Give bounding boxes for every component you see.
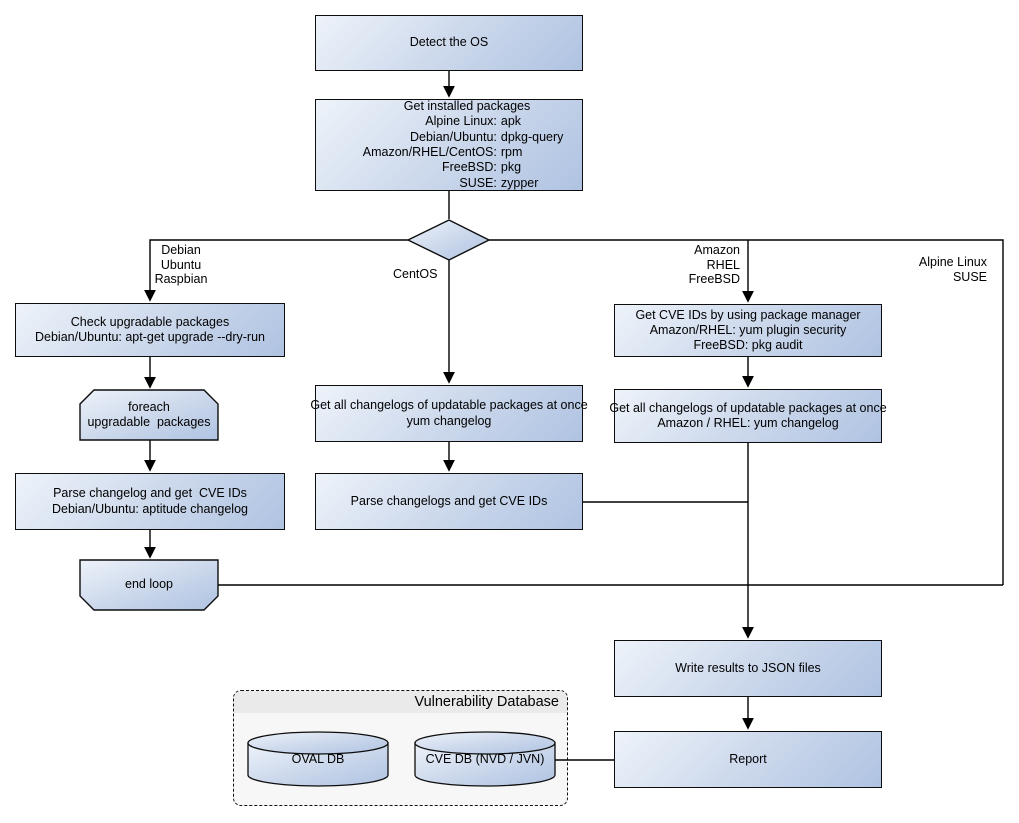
- node-get-changelogs-centos: Get all changelogs of updatable packages…: [310, 385, 588, 442]
- node-line: Debian/Ubuntu: apt-get upgrade --dry-run: [35, 330, 265, 344]
- branch-line: FreeBSD: [688, 272, 740, 286]
- os-decision-diamond: [406, 219, 491, 261]
- node-get-changelogs-amazon: Get all changelogs of updatable packages…: [609, 389, 887, 443]
- vulnerability-database-title: Vulnerability Database: [414, 694, 559, 710]
- foreach-loop-shape: [79, 389, 219, 441]
- branch-line: Raspbian: [154, 272, 208, 286]
- entry-value: zypper: [500, 175, 539, 190]
- branch-label-amazon: Amazon RHEL FreeBSD: [650, 243, 740, 287]
- node-line: Debian/Ubuntu: aptitude changelog: [52, 501, 248, 516]
- entry-value: pkg: [500, 160, 522, 175]
- entry-value: apk: [500, 114, 522, 129]
- branch-label-centos: CentOS: [393, 267, 448, 282]
- vulnerability-database-header: Vulnerability Database: [234, 691, 567, 713]
- node-line: Get all changelogs of updatable packages…: [310, 398, 588, 413]
- edge-decision-to-alpine-branch: [489, 239, 1004, 585]
- oval-db-cylinder-top: [247, 731, 389, 755]
- node-line: Report: [729, 751, 767, 766]
- branch-line: CentOS: [393, 267, 438, 281]
- node-get-installed-packages: Get installed packages Alpine Linux: apk…: [315, 99, 583, 191]
- entry-value: dpkg-query: [500, 129, 564, 144]
- node-detect-os: Detect the OS: [315, 15, 583, 71]
- node-detect-os-label: Detect the OS: [409, 35, 489, 50]
- branch-line: Alpine Linux: [918, 255, 987, 269]
- get-installed-row: Amazon/RHEL/CentOS: rpm: [316, 145, 582, 160]
- cve-db-cylinder-body: [414, 742, 556, 787]
- node-line: Amazon/RHEL: yum plugin security: [649, 322, 847, 337]
- node-line: Check upgradable packages: [70, 314, 230, 329]
- branch-label-alpine: Alpine Linux SUSE: [887, 255, 987, 284]
- edge-decision-to-debian-branch: [144, 239, 408, 302]
- node-parse-changelogs-centos: Parse changelogs and get CVE IDs: [315, 473, 583, 530]
- node-line: Amazon / RHEL: yum changelog: [657, 416, 839, 430]
- node-line: Write results to JSON files: [675, 660, 821, 675]
- entry-label: Amazon/RHEL/CentOS:: [362, 145, 497, 159]
- get-installed-row: FreeBSD: pkg: [316, 160, 582, 175]
- node-line: FreeBSD: pkg audit: [693, 338, 803, 353]
- get-installed-row: Alpine Linux: apk: [316, 114, 582, 129]
- branch-line: RHEL: [706, 257, 740, 272]
- entry-label: Debian/Ubuntu:: [410, 129, 497, 144]
- end-loop-shape: [79, 559, 219, 611]
- branch-line: Amazon: [694, 243, 740, 257]
- node-line: yum changelog: [406, 413, 492, 428]
- entry-value: rpm: [500, 145, 523, 159]
- node-check-upgradable: Check upgradable packages Debian/Ubuntu:…: [15, 303, 285, 357]
- get-installed-row: Debian/Ubuntu: dpkg-query: [316, 130, 582, 145]
- get-installed-title: Get installed packages: [403, 99, 531, 114]
- node-get-cve-ids-pkg-manager: Get CVE IDs by using package manager Ama…: [614, 304, 882, 357]
- entry-label: FreeBSD:: [441, 160, 497, 175]
- branch-line: Debian: [161, 243, 201, 257]
- branch-line: Ubuntu: [160, 257, 202, 272]
- branch-label-debian: Debian Ubuntu Raspbian: [150, 243, 212, 287]
- node-line: Get CVE IDs by using package manager: [635, 307, 861, 322]
- node-line: Get all changelogs of updatable packages…: [609, 400, 887, 415]
- entry-label: SUSE:: [459, 175, 497, 190]
- entry-label: Alpine Linux:: [425, 114, 497, 129]
- cve-db-cylinder-top: [414, 731, 556, 755]
- node-write-results: Write results to JSON files: [614, 640, 882, 697]
- branch-line: SUSE: [952, 269, 987, 284]
- node-parse-changelog-debian: Parse changelog and get CVE IDs Debian/U…: [15, 473, 285, 530]
- node-report: Report: [614, 731, 882, 788]
- node-line: Parse changelog and get CVE IDs: [53, 486, 247, 501]
- get-installed-row: SUSE: zypper: [316, 176, 582, 191]
- oval-db-cylinder-body: [247, 742, 389, 787]
- node-line: Parse changelogs and get CVE IDs: [350, 493, 548, 508]
